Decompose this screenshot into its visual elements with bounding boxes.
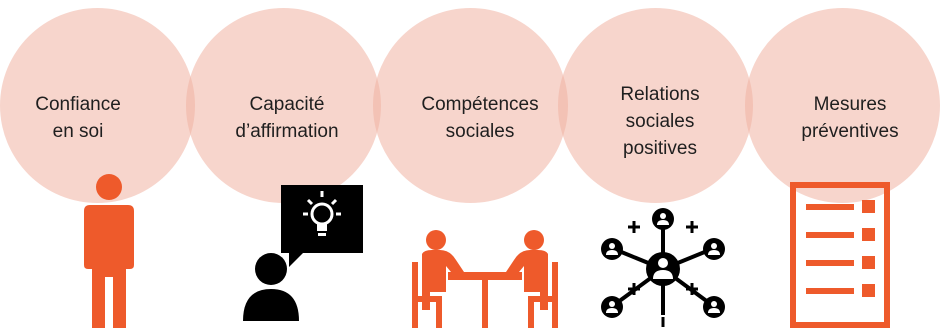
step-4-line-2: sociales (625, 111, 695, 132)
step-2-line-2: d’affirmation (235, 121, 339, 142)
people-meeting-table-icon (412, 230, 558, 328)
step-circle-1 (0, 8, 195, 203)
person-standing-icon (84, 174, 134, 328)
checklist-icon (790, 182, 890, 328)
step-circle-4 (558, 8, 753, 203)
person-speech-lightbulb-icon (243, 185, 363, 321)
step-circle-5 (745, 8, 940, 203)
step-5-line-2: préventives (801, 121, 899, 142)
step-label-3: Compétences sociales (405, 91, 555, 145)
step-label-1: Confiance en soi (0, 91, 158, 145)
social-network-icon (601, 208, 725, 327)
step-4-line-3: positives (623, 138, 697, 159)
step-2-line-1: Capacité (249, 94, 325, 115)
step-5-line-1: Mesures (813, 94, 887, 115)
step-circle-2 (186, 8, 381, 203)
step-1-line-2: en soi (52, 121, 104, 142)
step-circle-3 (373, 8, 568, 203)
step-3-line-2: sociales (445, 121, 515, 142)
step-label-5: Mesures préventives (775, 91, 925, 145)
step-3-line-1: Compétences (421, 94, 539, 115)
step-label-4: Relations sociales positives (585, 81, 735, 162)
step-4-line-1: Relations (620, 84, 700, 105)
step-1-line-1: Confiance (35, 94, 121, 115)
step-label-2: Capacité d’affirmation (212, 91, 362, 145)
